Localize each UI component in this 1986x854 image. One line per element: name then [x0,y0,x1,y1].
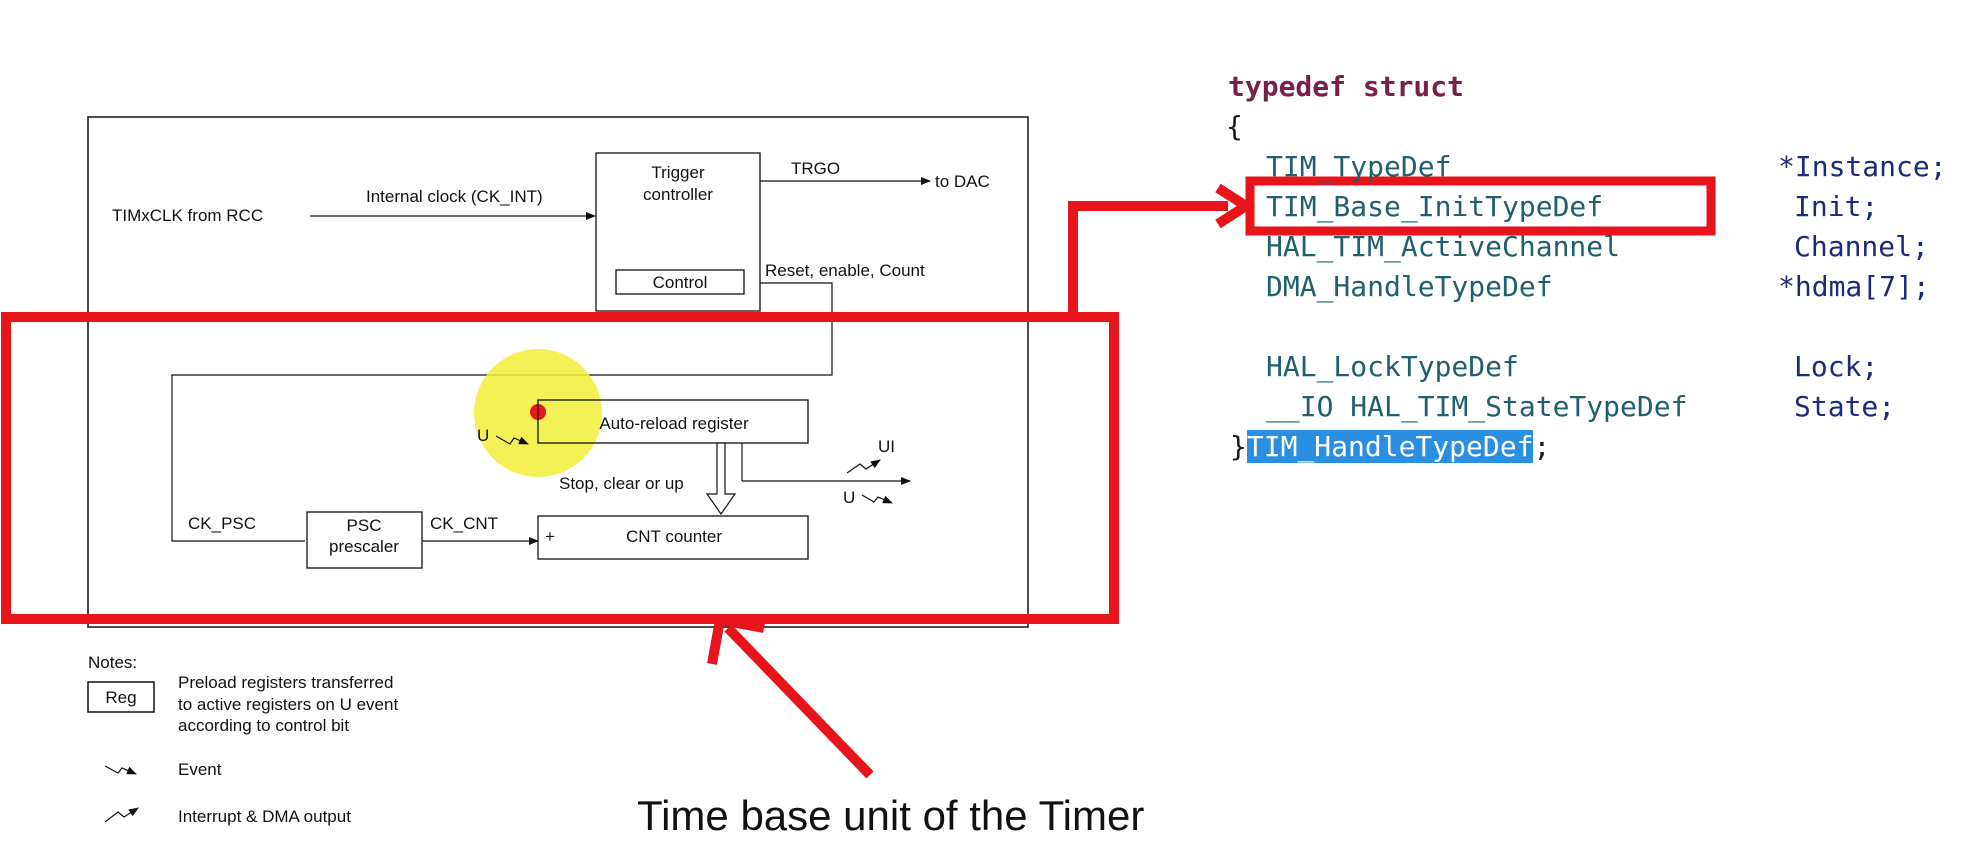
control-box [615,269,745,295]
notes-reg-desc-1: Preload registers transferred [178,673,393,692]
u-out-label: U [843,488,855,507]
psc-label-line2: prescaler [329,537,399,556]
notes-reg-label: Reg [105,688,136,707]
ui-label: UI [878,437,895,456]
u-event-label: U [477,426,489,445]
code-field-name: Lock; [1794,350,1879,383]
cnt-plus-label: + [545,527,555,546]
code-field-name: Init; [1794,190,1879,223]
reset-enable-count-label: Reset, enable, Count [765,261,925,280]
caption: Time base unit of the Timer [637,792,1145,839]
psc-label-line1: PSC [347,516,382,535]
internal-clock-label: Internal clock (CK_INT) [366,187,543,206]
code-brace-open: { [1226,110,1243,143]
u-out-icon [861,494,893,504]
to-dac-label: to DAC [935,172,990,191]
code-field-name: State; [1794,390,1896,423]
auto-reload-label: Auto-reload register [599,414,749,433]
stop-clear-up-label: Stop, clear or up [559,474,684,493]
reload-transfer-arrow [705,442,737,516]
ck-cnt-label: CK_CNT [430,514,498,533]
code-typedef-line: typedef struct [1228,70,1465,103]
ui-icon [846,459,881,474]
event-legend-label: Event [178,760,222,779]
code-field-row: TIM_TypeDef [1266,150,1452,183]
notes-reg-desc-2: to active registers on U event [178,695,398,714]
red-pointer-arrow-shaft [724,624,874,779]
notes-reg-desc-3: according to control bit [178,716,349,735]
code-field-row: TIM_Base_InitTypeDef [1266,190,1604,223]
interrupt-legend-label: Interrupt & DMA output [178,807,351,826]
code-field-row: HAL_LockTypeDef [1266,350,1519,383]
code-field-name: *hdma[7]; [1778,270,1930,303]
clock-source-label: TIMxCLK from RCC [112,206,263,225]
red-highlight-init-field [1245,176,1716,236]
trigger-label-line2: controller [643,185,713,204]
interrupt-legend-icon [104,807,139,823]
u-event-icon [495,435,529,445]
code-closing-line: }TIM_HandleTypeDef; [1230,430,1551,463]
code-field-name: Channel; [1794,230,1929,263]
auto-reload-box [537,399,809,444]
control-label: Control [653,273,708,292]
notes-title: Notes: [88,653,137,672]
event-legend-icon [104,765,137,775]
trgo-label: TRGO [791,159,840,178]
ck-psc-label: CK_PSC [188,514,256,533]
trigger-label-line1: Trigger [651,163,705,182]
red-pointer-arrow-head [707,614,765,665]
code-field-name: *Instance; [1778,150,1947,183]
code-field-row: HAL_TIM_ActiveChannel [1266,230,1621,263]
code-field-row: __IO HAL_TIM_StateTypeDef [1266,390,1688,423]
code-field-row: DMA_HandleTypeDef [1266,270,1553,303]
red-connector-line [1068,201,1228,317]
cnt-counter-box [537,515,809,560]
cnt-counter-label: CNT counter [626,527,722,546]
diagram-frame [87,116,1029,628]
psc-prescaler-box [306,511,423,569]
selected-typedef-name: TIM_HandleTypeDef [1246,430,1534,463]
notes-reg-box [87,681,155,713]
red-highlight-time-base [1,312,1119,624]
